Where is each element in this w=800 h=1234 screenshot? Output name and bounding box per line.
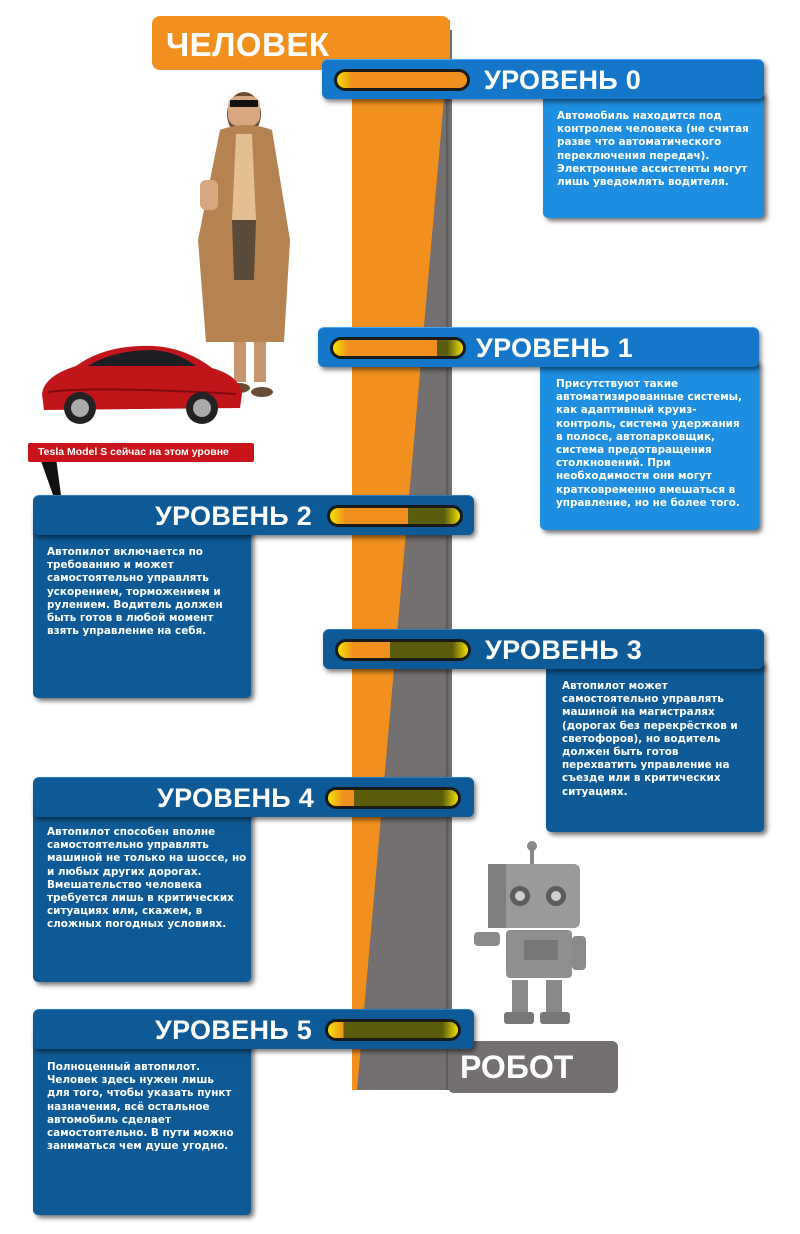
level-3-title: УРОВЕНЬ 3 [485, 635, 643, 665]
level-3-progress [335, 639, 471, 661]
level-2-title: УРОВЕНЬ 2 [155, 501, 313, 531]
man-illustration [198, 92, 290, 397]
level-3-header: УРОВЕНЬ 3 [323, 629, 764, 669]
level-1-progress [330, 337, 466, 359]
level-2-header: УРОВЕНЬ 2 [33, 495, 474, 535]
level-5-description: Полноценный автопилот.Человек здесь нуже… [47, 1061, 234, 1153]
level-4-header: УРОВЕНЬ 4 [33, 777, 474, 817]
robot-share [357, 30, 452, 1090]
level-1-header: УРОВЕНЬ 1 [318, 327, 759, 367]
level-4-title: УРОВЕНЬ 4 [157, 783, 315, 813]
level-0-header: УРОВЕНЬ 0 [322, 59, 764, 99]
level-5-card: Полноценный автопилот.Человек здесь нуже… [33, 1025, 251, 1215]
tesla-car-illustration [42, 345, 242, 424]
robot-illustration [474, 841, 586, 1024]
level-5-title: УРОВЕНЬ 5 [155, 1015, 313, 1045]
level-1-title: УРОВЕНЬ 1 [476, 333, 634, 363]
level-5-progress [325, 1019, 461, 1041]
level-0-progress [334, 69, 470, 91]
level-5-header: УРОВЕНЬ 5 [33, 1009, 474, 1049]
level-4-progress [325, 787, 461, 809]
level-2-progress [327, 505, 463, 527]
tesla-callout: Tesla Model S сейчас на этом уровне [28, 443, 254, 462]
level-0-title: УРОВЕНЬ 0 [484, 65, 642, 95]
robot-label: РОБОТ [448, 1041, 618, 1093]
